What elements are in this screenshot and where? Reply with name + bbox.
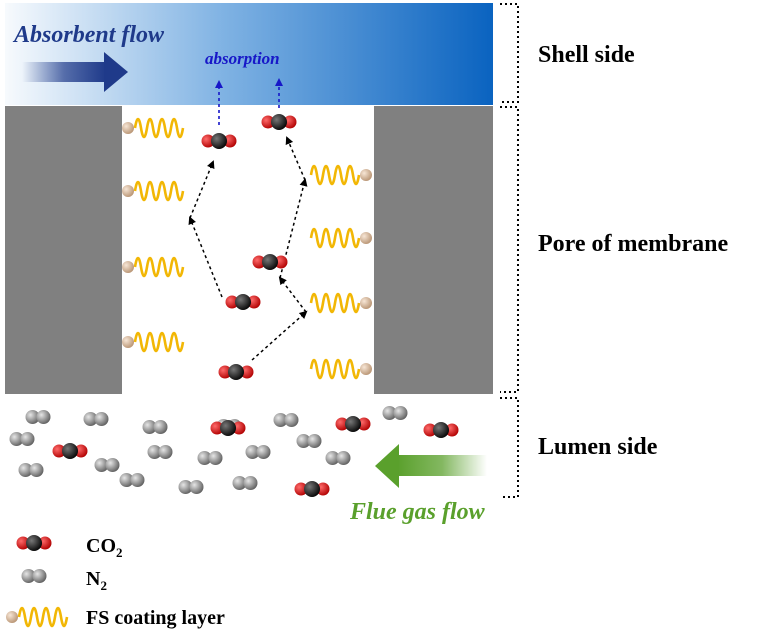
flue-gas-flow-arrow (375, 444, 487, 488)
co2-molecule (335, 416, 371, 432)
n2-molecule (245, 445, 271, 459)
n2-molecule (232, 476, 258, 490)
n2-molecule (178, 480, 204, 494)
co2-molecule (16, 535, 52, 551)
flue-gas-flow-label: Flue gas flow (349, 499, 486, 525)
n2-molecule (119, 473, 145, 487)
diffusion-path (188, 136, 308, 361)
fs-coating-left (122, 117, 185, 353)
n2-molecule (94, 458, 120, 472)
fs-coating-strand (122, 180, 185, 202)
legend-fs-icon (6, 606, 69, 628)
legend-n2-label: N2 (86, 568, 107, 593)
absorption-label: absorption (205, 49, 280, 68)
legend-co2-icon (16, 535, 52, 551)
co2-molecule (218, 364, 254, 380)
fs-coating-strand (309, 164, 372, 186)
co2-molecule (225, 294, 261, 310)
co2-molecule (210, 420, 246, 436)
legend-co2-label: CO2 (86, 535, 123, 560)
co2-molecule (201, 133, 237, 149)
shell-side-band (5, 3, 493, 105)
lumen-side-label: Lumen side (538, 434, 658, 460)
co2-molecule (294, 481, 330, 497)
fs-coating-strand (122, 117, 185, 139)
shell-side-label: Shell side (538, 42, 635, 68)
legend-n2-icon (21, 569, 47, 583)
fs-coating-strand (309, 227, 372, 249)
n2-molecule (18, 463, 44, 477)
absorbent-flow-arrow (22, 52, 128, 92)
co2-molecule (261, 114, 297, 130)
co2-molecule (423, 422, 459, 438)
co2-molecule (252, 254, 288, 270)
co2-molecule (52, 443, 88, 459)
fs-coating-strand (122, 256, 185, 278)
fs-coating-strand (309, 292, 372, 314)
n2-molecule (325, 451, 351, 465)
n2-molecule (9, 432, 35, 446)
fs-coating-strand (309, 358, 372, 380)
n2-molecule (197, 451, 223, 465)
n2-molecule (142, 420, 168, 434)
absorbent-flow-label: Absorbent flow (12, 22, 165, 48)
n2-molecule (273, 413, 299, 427)
n2-molecule (83, 412, 109, 426)
n2-molecule (147, 445, 173, 459)
n2-molecule (25, 410, 51, 424)
n2-molecule (296, 434, 322, 448)
membrane-wall-left (5, 106, 122, 394)
fs-coating-right (309, 164, 372, 380)
n2-molecule (382, 406, 408, 420)
pore-of-membrane-label: Pore of membrane (538, 231, 729, 257)
fs-coating-strand (6, 606, 69, 628)
legend-fs-label: FS coating layer (86, 607, 225, 629)
fs-coating-strand (122, 331, 185, 353)
region-brackets (500, 3, 519, 498)
n2-molecule (21, 569, 47, 583)
molecules (9, 114, 459, 497)
membrane-wall-right (374, 106, 493, 394)
